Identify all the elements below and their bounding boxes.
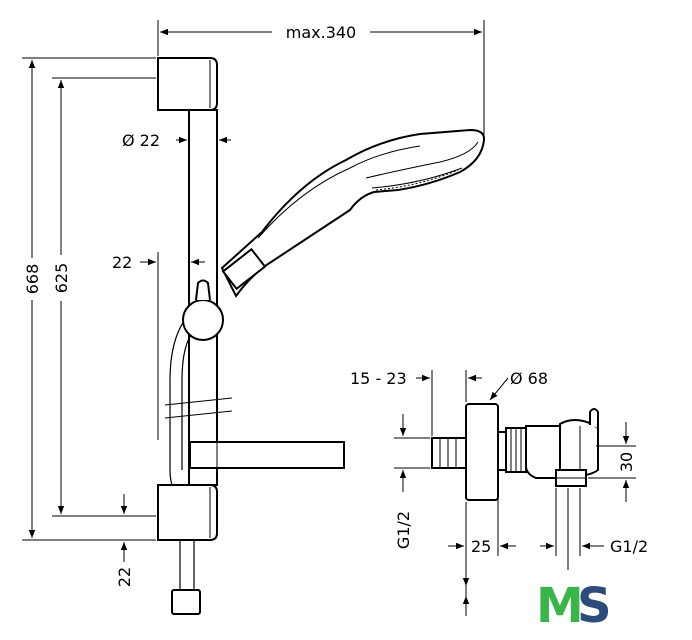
dim-inlet-thread: G1/2 — [394, 414, 430, 549]
ms-logo: M S — [536, 578, 612, 634]
label-max-width: max.340 — [286, 23, 356, 42]
label-mixer-depth: 25 — [471, 537, 491, 556]
shower-rail-assembly — [157, 57, 486, 615]
hose-connector — [171, 589, 201, 615]
dim-mixer-depth: 25 — [448, 472, 516, 616]
label-offset-top: 22 — [112, 253, 132, 272]
dim-total-height: 668 — [22, 57, 156, 541]
wall-rosette — [465, 403, 499, 501]
logo-letter-s: S — [577, 578, 612, 634]
dim-mixer-height: 30 — [588, 422, 636, 502]
dim-rosette-diameter: Ø 68 — [489, 369, 548, 401]
inlet-connector — [431, 437, 467, 469]
hand-shower — [220, 128, 486, 298]
bottom-wall-bracket — [157, 484, 218, 541]
dim-offset-top: 22 — [112, 252, 205, 440]
thermostat-handle — [559, 419, 599, 478]
label-mixer-offset: 15 - 23 — [350, 369, 407, 388]
label-total-height: 668 — [23, 264, 42, 295]
dim-rail-height: 625 — [51, 77, 156, 517]
thermostatic-mixer — [431, 403, 599, 501]
mixer-body — [525, 425, 561, 479]
dim-outlet-thread: G1/2 — [540, 488, 648, 570]
dim-tube-diameter: Ø 22 — [122, 131, 231, 150]
slider-holder — [182, 279, 224, 341]
dim-offset-bottom: 22 — [115, 494, 134, 587]
dim-mixer-offset: 15 - 23 — [350, 369, 482, 436]
label-inlet-thread: G1/2 — [394, 511, 413, 549]
label-tube-diameter: Ø 22 — [122, 131, 160, 150]
dim-max-width: max.340 — [157, 20, 485, 138]
logo-letter-m: M — [536, 578, 584, 634]
top-wall-bracket — [157, 57, 218, 111]
label-outlet-thread: G1/2 — [610, 537, 648, 556]
label-rail-height: 625 — [52, 263, 71, 294]
label-offset-bottom: 22 — [115, 567, 134, 587]
shower-hose — [169, 317, 187, 496]
label-mixer-height: 30 — [617, 452, 636, 472]
shower-handle-collar — [221, 247, 267, 291]
soap-dish — [189, 441, 345, 469]
label-rosette-diameter: Ø 68 — [510, 369, 548, 388]
